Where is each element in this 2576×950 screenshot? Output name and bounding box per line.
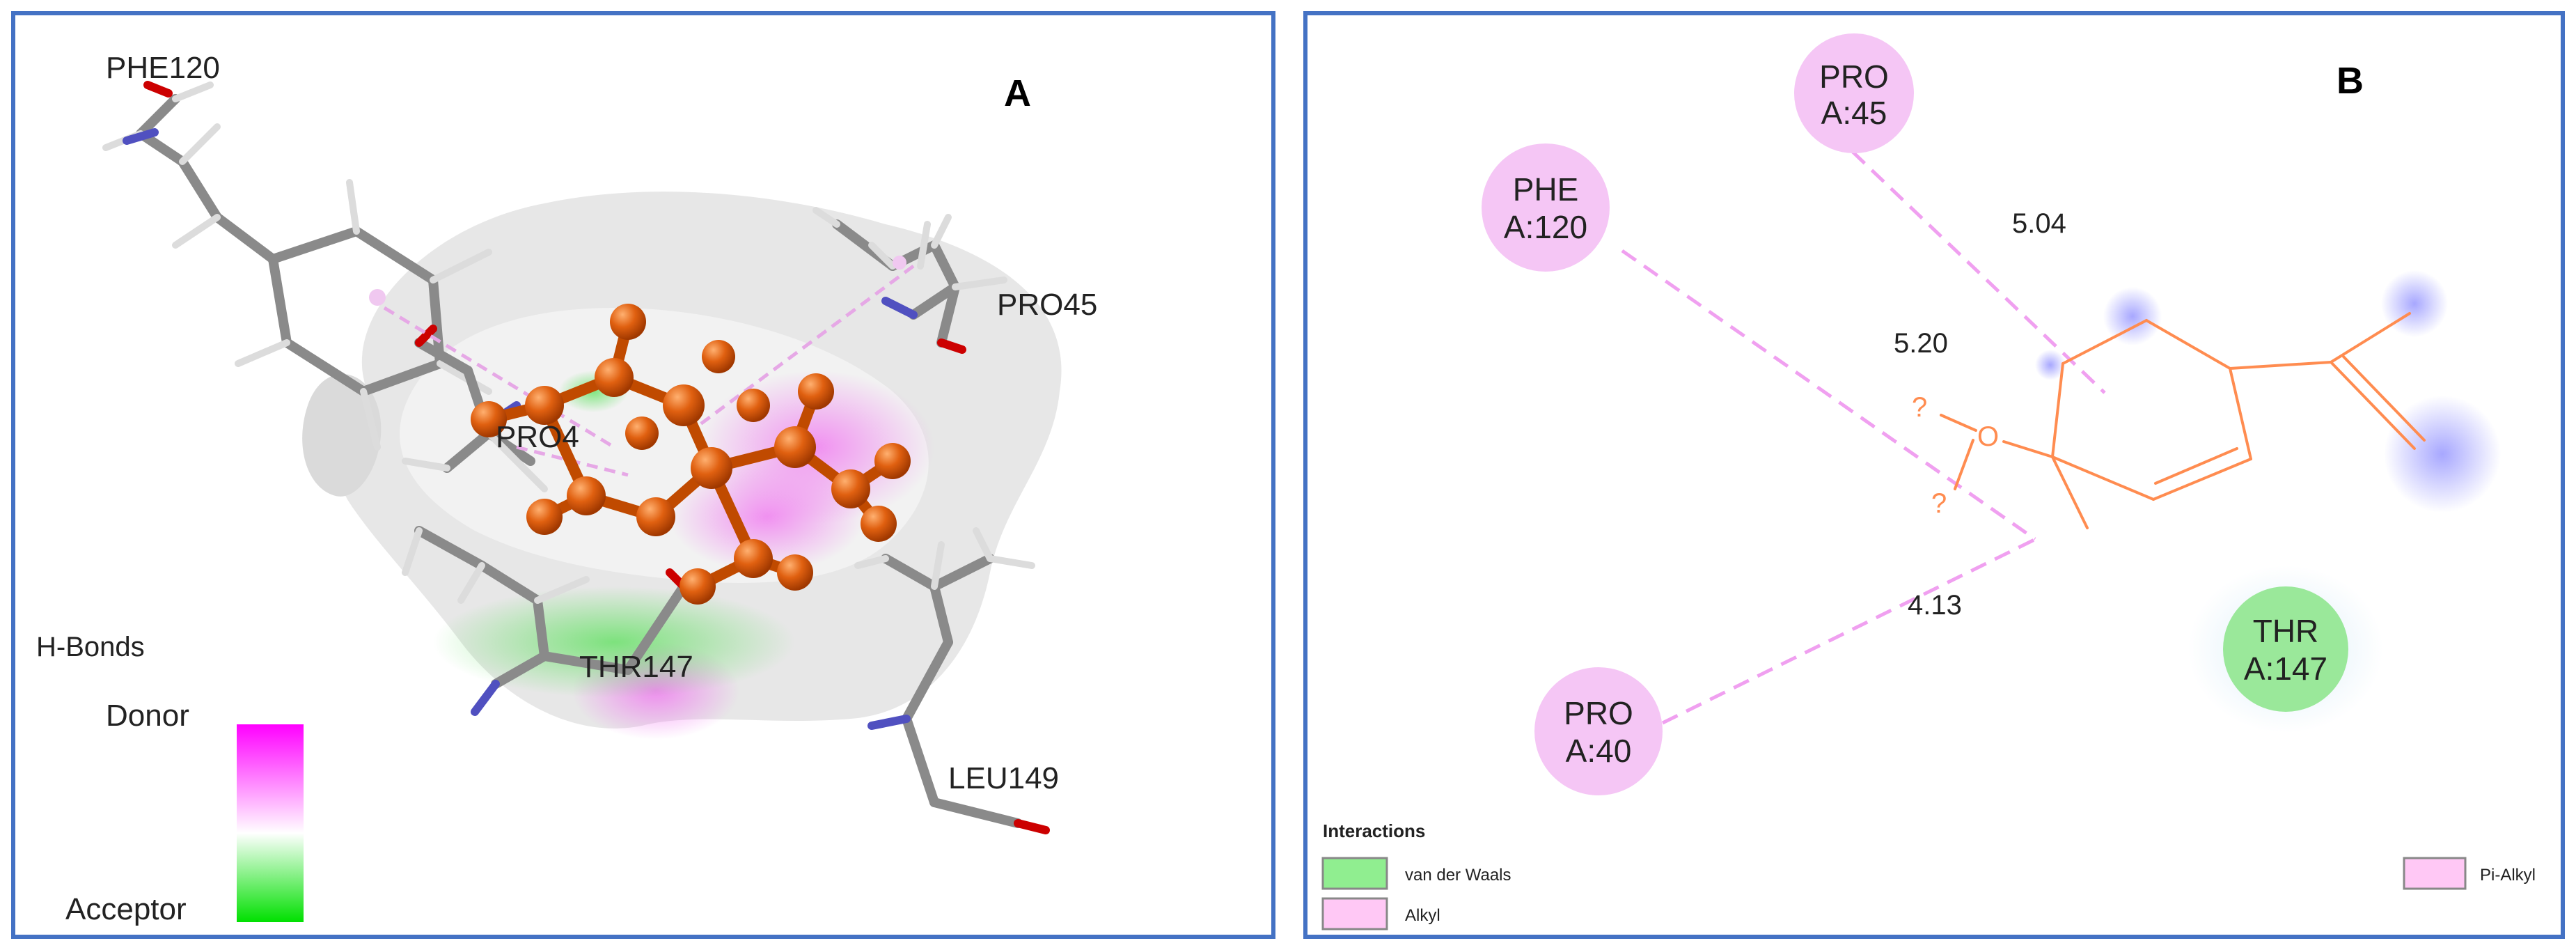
legend-item-pi-alkyl: Pi-Alkyl — [2403, 857, 2536, 890]
panel-a: PHE120 PRO45 PRO4 THR147 LEU149 A H-Bond… — [11, 11, 1275, 939]
residue-phe120-name: PHE — [1513, 171, 1579, 208]
legend-item-vdw: van der Waals — [1321, 857, 1511, 890]
phe120-stick — [102, 81, 492, 451]
ligand-2d-structure — [1940, 312, 2426, 529]
label-pro40: PRO4 — [496, 420, 579, 454]
label-phe120: PHE120 — [106, 51, 220, 85]
thr147-stick — [402, 526, 689, 716]
legend-item-alkyl: Alkyl — [1321, 897, 1440, 930]
interactions-legend-title: Interactions — [1323, 820, 1425, 841]
hbond-gradient-bar — [237, 724, 304, 922]
residue-thr147: THR A:147 — [2188, 566, 2383, 733]
distance-4-13: 4.13 — [1908, 590, 1962, 621]
atom-unknown-1: ? — [1912, 392, 1927, 423]
legend-label-pi-alkyl: Pi-Alkyl — [2480, 866, 2536, 885]
atom-unknown-2: ? — [1931, 488, 1947, 519]
distance-5-20: 5.20 — [1894, 328, 1948, 359]
legend-label-vdw: van der Waals — [1405, 866, 1511, 885]
panel-b-interaction-lines — [1621, 150, 2106, 725]
residue-thr147-id: A:147 — [2244, 651, 2327, 687]
atom-oxygen: O — [1977, 421, 1999, 452]
residue-pro40-name: PRO — [1564, 695, 1633, 731]
residue-pro45: PRO A:45 — [1794, 33, 1914, 153]
leu149-stick — [854, 527, 1050, 834]
residue-pro45-name: PRO — [1819, 59, 1889, 95]
hbond-legend-acceptor: Acceptor — [65, 892, 187, 926]
residue-thr147-name: THR — [2253, 613, 2319, 649]
hbond-legend-donor: Donor — [106, 699, 189, 733]
panel-a-letter: A — [1004, 72, 1031, 114]
residue-pro45-id: A:45 — [1821, 95, 1887, 131]
legend-label-alkyl: Alkyl — [1405, 906, 1440, 925]
hbond-legend-title: H-Bonds — [36, 632, 145, 662]
residue-pro40: PRO A:40 — [1534, 667, 1663, 795]
panel-b: 5.04 5.20 4.13 O ? ? — [1303, 11, 2565, 939]
interaction-line-phe120 — [1621, 249, 2036, 541]
distance-5-04: 5.04 — [2012, 208, 2066, 239]
label-leu149: LEU149 — [948, 761, 1059, 795]
residue-pro40-id: A:40 — [1566, 733, 1632, 769]
panel-b-letter: B — [2337, 60, 2364, 102]
residue-phe120-id: A:120 — [1504, 209, 1587, 245]
interaction-line-pro45 — [1851, 150, 2106, 394]
pro45-stick — [812, 207, 1007, 354]
hbond-legend: H-Bonds Donor Acceptor — [36, 632, 304, 926]
ligand-ball-and-stick — [471, 304, 911, 605]
label-thr147: THR147 — [579, 650, 693, 684]
interactions-legend: Interactions van der Waals Alkyl Pi-Alky… — [1321, 820, 2536, 930]
panel-a-canvas: PHE120 PRO45 PRO4 THR147 LEU149 A H-Bond… — [36, 51, 1097, 926]
label-pro45: PRO45 — [997, 288, 1097, 322]
residue-phe120: PHE A:120 — [1482, 143, 1610, 272]
panel-b-canvas: 5.04 5.20 4.13 O ? ? — [1321, 33, 2536, 930]
interaction-line-pro40 — [1661, 537, 2037, 725]
